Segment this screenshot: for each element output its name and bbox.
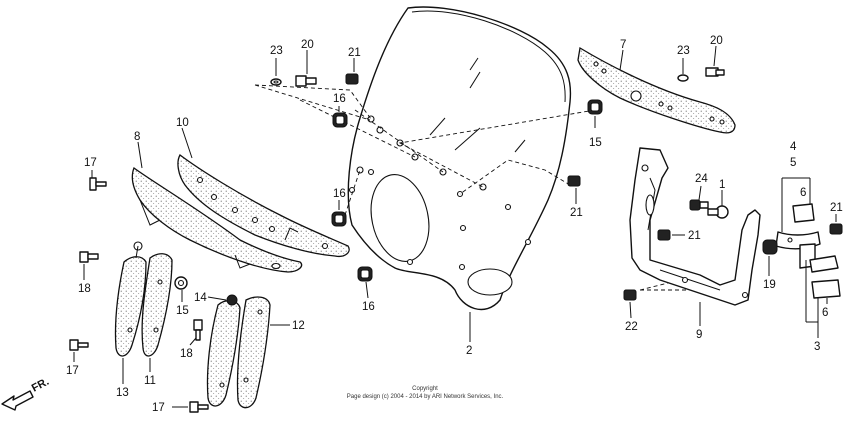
callout-23b: 23 — [677, 45, 690, 57]
bolt-20a — [295, 75, 317, 87]
callout-17c: 17 — [152, 402, 165, 414]
callout-22: 22 — [625, 321, 638, 333]
callout-24: 24 — [695, 173, 708, 185]
washer-23b — [677, 74, 689, 82]
bolt-20b — [705, 67, 725, 77]
grommet-15a — [587, 99, 603, 115]
callout-15b: 15 — [176, 305, 189, 317]
callout-23a: 23 — [270, 45, 283, 57]
grommet-15b — [174, 276, 188, 290]
copyright-line-1: Copyright — [412, 386, 438, 392]
side-cover-13 — [114, 241, 147, 357]
callout-13: 13 — [116, 387, 129, 399]
windscreen-mount-holes — [348, 115, 532, 271]
washer-23a — [270, 78, 282, 86]
callout-17a: 17 — [84, 157, 97, 169]
direction-label: FR. — [30, 376, 51, 395]
callout-15a: 15 — [589, 137, 602, 149]
callout-21b: 21 — [570, 207, 583, 219]
callout-3: 3 — [814, 341, 820, 353]
callout-16c: 16 — [362, 301, 375, 313]
callout-9: 9 — [696, 329, 702, 341]
callout-20b: 20 — [710, 35, 723, 47]
callout-21c: 21 — [688, 230, 701, 242]
callout-11: 11 — [144, 375, 156, 387]
bolt-18a — [79, 251, 99, 263]
callout-18a: 18 — [78, 283, 91, 295]
callout-16b: 16 — [333, 188, 346, 200]
upper-stay-bracket — [577, 46, 736, 134]
grommet-19 — [762, 239, 778, 255]
callout-21a: 21 — [348, 47, 361, 59]
callout-1: 1 — [719, 179, 725, 191]
fasteners — [69, 67, 843, 413]
callout-12: 12 — [292, 320, 305, 332]
windscreen — [347, 6, 572, 311]
callout-21d: 21 — [830, 202, 843, 214]
callout-17b: 17 — [66, 365, 79, 377]
bolt-18b — [193, 319, 203, 341]
side-cover-12 — [236, 296, 271, 409]
callout-6b: 6 — [822, 307, 828, 319]
callout-18b: 18 — [180, 348, 193, 360]
grommet-16c — [357, 266, 373, 282]
callout-labels: 23 20 21 7 23 20 16 10 8 15 17 4 5 24 1 … — [66, 35, 843, 414]
front-direction-arrow: FR. — [1, 376, 51, 411]
nut-21d — [829, 223, 843, 235]
callout-5: 5 — [790, 157, 796, 169]
callout-7: 7 — [620, 39, 626, 51]
nut-21b — [567, 175, 581, 187]
upper-garnish — [177, 154, 350, 258]
bolt-17a — [89, 177, 107, 191]
nut-21a — [345, 73, 359, 85]
callout-2: 2 — [466, 345, 472, 357]
bolt-17b — [69, 339, 89, 351]
nut-21c — [657, 229, 671, 241]
handlebar-clamp — [775, 203, 841, 299]
leader-lines — [254, 84, 701, 291]
callout-6a: 6 — [800, 187, 806, 199]
callout-19: 19 — [763, 279, 776, 291]
side-cover-11 — [141, 253, 173, 357]
callout-20a: 20 — [301, 39, 314, 51]
callout-8: 8 — [134, 131, 140, 143]
lower-garnish — [131, 166, 303, 273]
windscreen-reflections — [429, 57, 526, 153]
grommet-16b — [331, 211, 347, 227]
bolt-17c — [189, 401, 209, 413]
callout-lines — [73, 45, 837, 408]
callout-10: 10 — [176, 117, 189, 129]
callout-16a: 16 — [333, 93, 346, 105]
grommet-16a — [332, 112, 348, 128]
mounting-bracket — [629, 147, 761, 306]
callout-14: 14 — [194, 292, 207, 304]
copyright-line-2: Page design (c) 2004 - 2014 by ARI Netwo… — [347, 394, 504, 400]
side-cover-14 — [206, 294, 241, 407]
nut-22 — [623, 289, 637, 301]
screw-24 — [689, 199, 709, 211]
collar-1 — [707, 205, 729, 219]
callout-4: 4 — [790, 141, 797, 153]
